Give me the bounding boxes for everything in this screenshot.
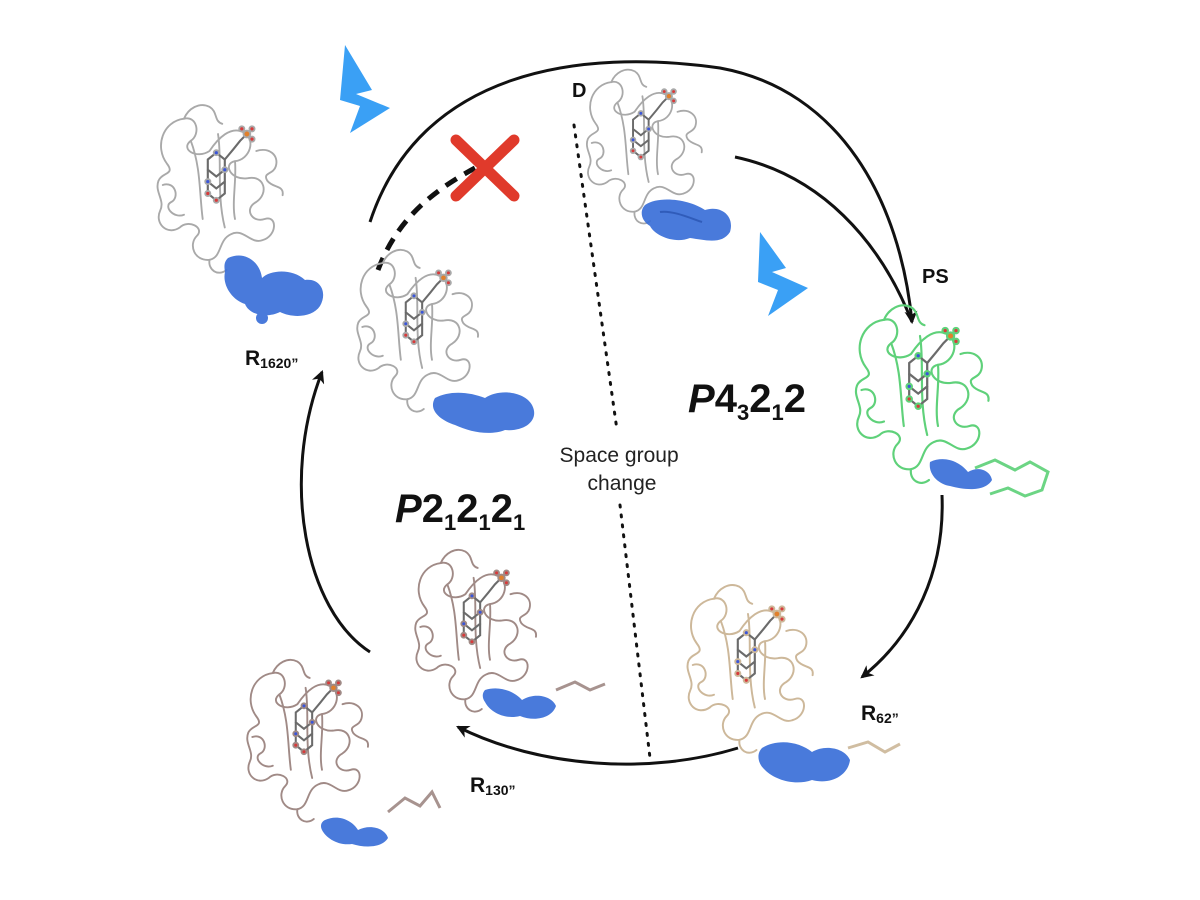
- density-d: [641, 199, 731, 241]
- density-intermediate-2: [482, 680, 606, 719]
- protein-intermediate-2: [414, 548, 538, 713]
- space-group-left: P212121: [395, 487, 525, 535]
- space-group-boundary: [572, 123, 652, 760]
- label-r130: R130”: [470, 774, 516, 798]
- density-ps: [929, 458, 1050, 498]
- arrow-r130-to-r1620: [299, 369, 371, 654]
- protein-intermediate: [356, 248, 480, 413]
- lightning-icon: [340, 45, 390, 133]
- arrow-r1620-to-ps: [368, 60, 918, 325]
- label-r62: R62”: [861, 702, 899, 726]
- label-d: D: [572, 80, 586, 102]
- protein-r1620: [156, 104, 284, 274]
- lightning-icon: [758, 232, 808, 316]
- density-r62: [758, 740, 901, 783]
- space-group-change-note: Space group change: [560, 444, 685, 495]
- density-r1620: [224, 255, 324, 324]
- blocked-dashed-path: [375, 165, 477, 271]
- arrow-r62-to-r130: [456, 725, 739, 766]
- density-intermediate: [432, 392, 535, 433]
- protein-r130: [246, 658, 370, 823]
- density-r130: [321, 789, 442, 847]
- label-r1620: R1620”: [245, 347, 298, 371]
- arrow-d-to-ps: [734, 155, 914, 323]
- protein-ps: [854, 304, 990, 485]
- arrow-ps-to-r62: [860, 494, 944, 679]
- cycle-arrows: [299, 60, 944, 766]
- label-ps: PS: [922, 266, 949, 288]
- space-group-right: P43212: [688, 377, 806, 425]
- protein-r62: [686, 584, 814, 754]
- blocked-transition-icon: [450, 134, 520, 202]
- protein-d: [585, 68, 703, 225]
